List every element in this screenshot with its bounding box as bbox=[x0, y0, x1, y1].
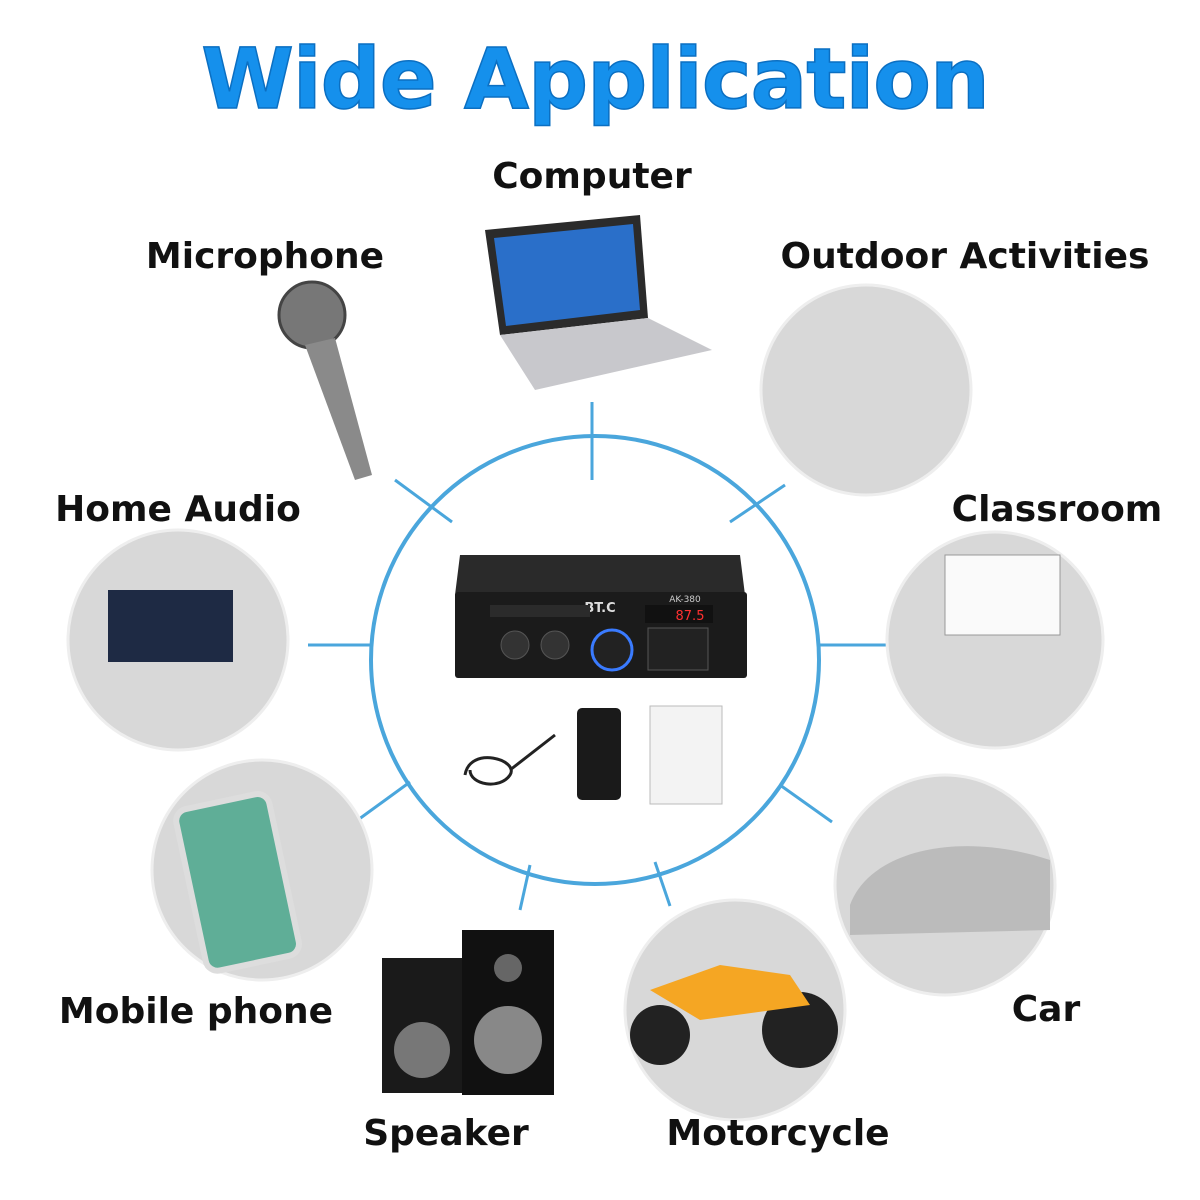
amp-brand: BT.C bbox=[584, 601, 615, 616]
outdoor-activities-photo bbox=[759, 283, 973, 497]
spoke-home-audio bbox=[394, 478, 453, 524]
spoke-car bbox=[779, 783, 833, 824]
amp-model: AK-380 bbox=[669, 595, 701, 605]
label-mobile-phone: Mobile phone bbox=[59, 991, 333, 1032]
tv-screen bbox=[108, 590, 233, 662]
label-home-audio: Home Audio bbox=[55, 489, 301, 530]
label-classroom: Classroom bbox=[952, 489, 1163, 530]
car-image bbox=[850, 846, 1050, 935]
label-microphone: Microphone bbox=[146, 236, 384, 277]
microphone-image bbox=[277, 280, 372, 480]
spokes bbox=[308, 402, 886, 911]
accessories-image bbox=[463, 705, 723, 805]
label-speaker: Speaker bbox=[363, 1113, 529, 1154]
projector-screen bbox=[944, 554, 1061, 636]
speaker-image bbox=[382, 930, 554, 1095]
label-motorcycle: Motorcycle bbox=[666, 1113, 889, 1154]
label-car: Car bbox=[1012, 989, 1081, 1030]
spoke-motorcycle bbox=[653, 861, 672, 907]
laptop-image bbox=[485, 215, 712, 390]
title: Wide Application bbox=[201, 30, 989, 128]
label-outdoor-activities: Outdoor Activities bbox=[781, 236, 1150, 277]
label-computer: Computer bbox=[492, 156, 692, 197]
spoke-mobile bbox=[354, 780, 411, 824]
amp-display: 87.5 bbox=[676, 609, 705, 624]
hub-circle bbox=[369, 434, 821, 886]
amplifier-image: BT.C AK-380 87.5 bbox=[455, 555, 747, 678]
spoke-speaker bbox=[518, 864, 532, 911]
motorcycle-image bbox=[630, 965, 838, 1068]
spoke-outdoor bbox=[729, 483, 786, 524]
phone-image bbox=[173, 791, 302, 974]
